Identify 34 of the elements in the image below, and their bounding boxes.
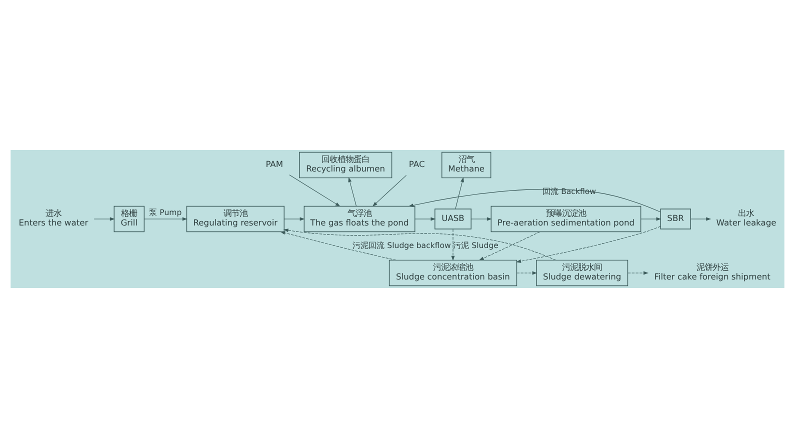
node-box: 气浮池 The gas floats the pond (304, 205, 416, 232)
node-text: 出水 Water leakage (716, 208, 776, 228)
arrow (280, 230, 396, 260)
arrow (478, 231, 540, 260)
arrow (640, 216, 662, 220)
arrow (455, 176, 464, 209)
arrow (94, 216, 115, 220)
node-text: 进水 Enters the water (18, 208, 88, 228)
node-text: PAM (266, 158, 284, 168)
arrow (372, 174, 407, 206)
node-text: PAC (408, 158, 425, 168)
node-text: 泥饼外运 Filter cake foreign shipment (654, 262, 770, 282)
node-box: 回收植物蛋白 Recycling albumen (299, 151, 392, 178)
node-box: 预曝沉淀池 Pre-aeration sedimentation pond (490, 205, 642, 232)
node-box: UASB (434, 208, 472, 229)
arrow (284, 216, 305, 220)
arrow (628, 270, 648, 274)
node-box: 沼气 Methane (442, 151, 492, 178)
arrow (470, 216, 492, 220)
arrow (144, 216, 188, 220)
arrow (516, 270, 538, 274)
node-box: 污泥脱水间 Sludge dewatering (536, 259, 628, 286)
node-box: SBR (660, 208, 691, 229)
node-box: 调节池 Regulating reservoir (186, 205, 284, 232)
arrow (451, 228, 455, 260)
arrow (283, 228, 556, 260)
node-box: 格栅 Grill (114, 205, 145, 232)
arrow (516, 226, 661, 262)
arrow (348, 176, 357, 206)
node-box: 污泥浓缩池 Sludge concentration basin (388, 259, 518, 286)
arrow (414, 216, 436, 220)
arrow (690, 216, 712, 220)
arrow (408, 188, 661, 212)
arrow (289, 174, 340, 206)
